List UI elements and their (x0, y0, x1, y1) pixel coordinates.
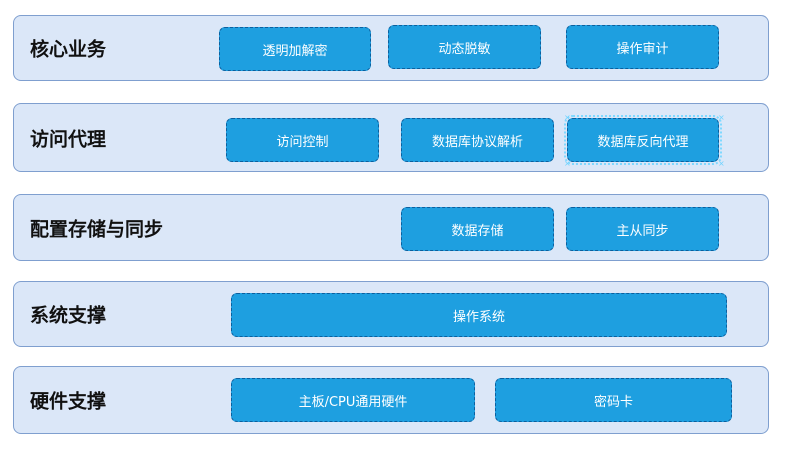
selection-handle-icon[interactable]: × (718, 113, 725, 122)
box-db-reverse-proxy[interactable]: 数据库反向代理 (564, 115, 722, 165)
box-operating-system[interactable]: 操作系统 (231, 293, 727, 337)
layer-access-proxy: 访问代理 访问控制 数据库协议解析 数据库反向代理 × × × × (13, 103, 769, 172)
layer-title: 配置存储与同步 (30, 218, 164, 240)
layer-title: 系统支撑 (30, 304, 107, 327)
box-dynamic-masking[interactable]: 动态脱敏 (388, 25, 541, 69)
box-data-storage[interactable]: 数据存储 (401, 207, 554, 251)
selection-handle-icon[interactable]: × (564, 113, 571, 122)
box-master-slave-sync[interactable]: 主从同步 (566, 207, 719, 251)
layer-title: 核心业务 (30, 38, 107, 61)
selection-handle-icon[interactable]: × (564, 159, 571, 168)
layer-title: 硬件支撑 (30, 390, 107, 413)
box-access-control[interactable]: 访问控制 (226, 118, 379, 162)
box-transparent-encryption[interactable]: 透明加解密 (219, 27, 371, 71)
layer-config-storage-sync: 配置存储与同步 数据存储 主从同步 (13, 194, 769, 261)
box-operation-audit[interactable]: 操作审计 (566, 25, 719, 69)
layer-title: 访问代理 (30, 128, 107, 150)
selection-handle-icon[interactable]: × (718, 159, 725, 168)
layer-hardware-support: 硬件支撑 主板/CPU通用硬件 密码卡 (13, 366, 769, 434)
layer-system-support: 系统支撑 操作系统 (13, 281, 769, 347)
box-db-protocol-parsing[interactable]: 数据库协议解析 (401, 118, 554, 162)
box-mainboard-cpu[interactable]: 主板/CPU通用硬件 (231, 378, 475, 422)
layer-core-business: 核心业务 透明加解密 动态脱敏 操作审计 (13, 15, 769, 81)
box-crypto-card[interactable]: 密码卡 (495, 378, 732, 422)
